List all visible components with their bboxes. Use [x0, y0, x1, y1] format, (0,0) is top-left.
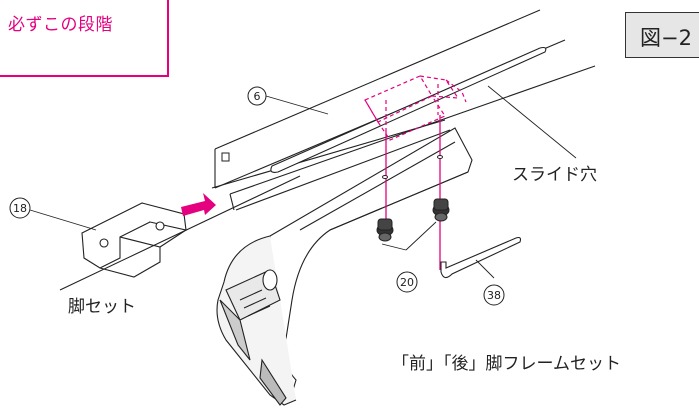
part-number-38-text: 38 [487, 289, 501, 302]
bolt-parts [376, 155, 450, 242]
figure-number-box: 図−2 [625, 12, 699, 58]
slider-nuts [364, 75, 467, 141]
leg-frame-set-label: 「前」「後」脚フレームセット [392, 354, 621, 374]
part-number-38: 38 [483, 284, 505, 306]
part-number-18-text: 18 [13, 202, 27, 215]
figure-number-text: 図−2 [640, 26, 692, 50]
part-number-20-text: 20 [400, 276, 414, 289]
part-number-6-text: 6 [254, 90, 261, 103]
bracket-part [81, 202, 187, 278]
leader-lines [29, 85, 577, 279]
step-note-text: 必ずこの段階 [8, 15, 113, 35]
bar-part [221, 46, 547, 173]
leg-frame-part [216, 127, 473, 406]
step-note-box: 必ずこの段階 [0, 0, 169, 77]
part-number-18: 18 [9, 197, 31, 219]
part-number-20: 20 [396, 271, 418, 293]
direction-arrow [181, 193, 216, 216]
hex-wrench-part [440, 236, 522, 279]
slide-hole-label: スライド穴 [512, 165, 597, 185]
leg-set-label: 脚セット [68, 297, 136, 317]
part-number-6: 6 [247, 86, 267, 106]
